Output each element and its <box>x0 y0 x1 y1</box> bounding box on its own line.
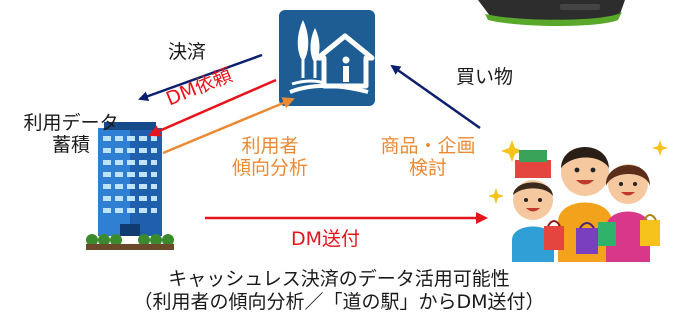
dm-send-label: DM送付 <box>291 228 361 250</box>
caption-line1: キャッシュレス決済のデータ活用可能性 <box>168 268 510 290</box>
trend-analysis-arrow <box>162 97 295 155</box>
trend-analysis-line2: 傾向分析 <box>231 157 308 179</box>
data-building-icon <box>86 122 174 250</box>
database-label-line2: 蓄積 <box>51 134 90 156</box>
product-planning-line2: 検討 <box>408 157 447 179</box>
payment-terminal-icon <box>478 0 625 26</box>
product-planning-line1: 商品・企画 <box>380 135 476 157</box>
shoppers-family-illustration <box>488 140 668 262</box>
database-label: 利用データ 蓄積 <box>6 112 136 156</box>
payment-label: 決済 <box>168 41 207 63</box>
payment-arrow <box>138 53 263 101</box>
michi-no-eki-icon <box>279 10 375 106</box>
caption: キャッシュレス決済のデータ活用可能性 （利用者の傾向分析／「道の駅」からDM送付… <box>0 268 678 314</box>
trend-analysis-line1: 利用者 <box>241 135 299 157</box>
caption-line2: （利用者の傾向分析／「道の駅」からDM送付） <box>133 291 545 313</box>
shopping-arrow <box>390 64 481 130</box>
dm-request-arrow <box>148 78 277 137</box>
product-planning-label: 商品・企画 検討 <box>362 135 494 179</box>
database-label-line1: 利用データ <box>23 112 119 134</box>
trend-analysis-label: 利用者 傾向分析 <box>215 135 325 179</box>
shopping-label: 買い物 <box>456 66 514 88</box>
